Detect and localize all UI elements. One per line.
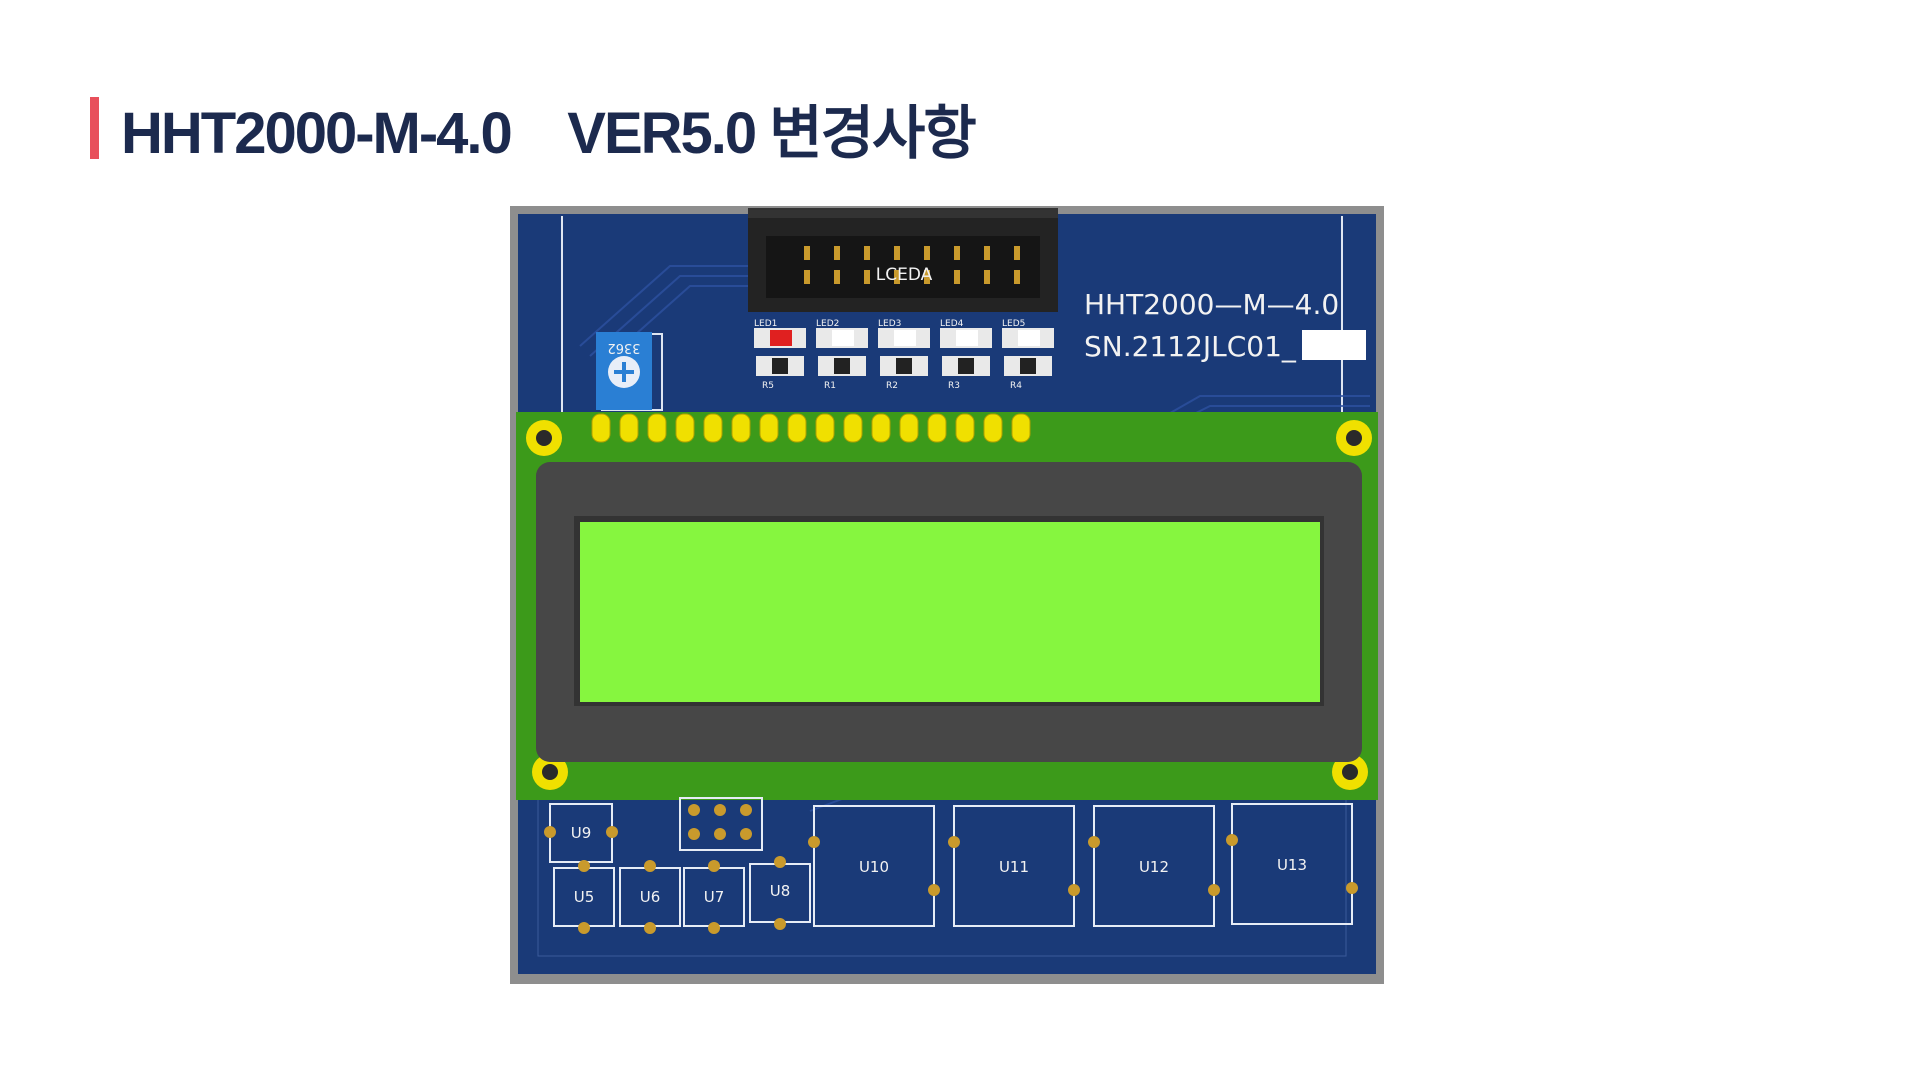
idc-connector: LCEDA [748, 208, 1058, 312]
component-label: U5 [574, 888, 595, 906]
component-label: U9 [571, 824, 592, 842]
led-label: LED4 [940, 319, 964, 329]
resistor-label: R3 [948, 381, 960, 391]
serial-label: SN.2112JLC01_ [1084, 330, 1297, 363]
component-label: U8 [770, 882, 791, 900]
component-label: U13 [1277, 856, 1307, 874]
led-row: LED1 R5 LED2 R1 LED3 R2 LED4 R3 LED5 R4 [754, 319, 1054, 391]
connector-label: LCEDA [876, 265, 933, 285]
component-label: U10 [859, 858, 889, 876]
model-label: HHT2000—M—4.0 [1084, 288, 1339, 321]
led-label: LED2 [816, 319, 839, 329]
resistor-label: R5 [762, 381, 774, 391]
serial-blank-box [1302, 330, 1366, 360]
resistor-label: R2 [886, 381, 898, 391]
component-label: U6 [640, 888, 661, 906]
resistor-label: R1 [824, 381, 836, 391]
resistor-label: R4 [1010, 381, 1022, 391]
pot-label: 3362 [607, 340, 640, 355]
pcb-render-image: LCEDA HHT2000—M—4.0 SN.2112JLC01_ 3362 L… [510, 206, 1384, 984]
component-label: U7 [704, 888, 725, 906]
trim-potentiometer: 3362 [596, 332, 663, 411]
title-accent-bar [90, 97, 99, 159]
component-label: U11 [999, 858, 1029, 876]
led-label: LED5 [1002, 319, 1025, 329]
lcd-module [516, 412, 1378, 800]
slide-title: HHT2000-M-4.0 VER5.0 변경사항 [121, 101, 977, 166]
slide-title-group: HHT2000-M-4.0 VER5.0 변경사항 [90, 96, 977, 166]
led-label: LED3 [878, 319, 901, 329]
component-label: U12 [1139, 858, 1169, 876]
led-label: LED1 [754, 319, 777, 329]
lcd-screen [580, 522, 1320, 702]
